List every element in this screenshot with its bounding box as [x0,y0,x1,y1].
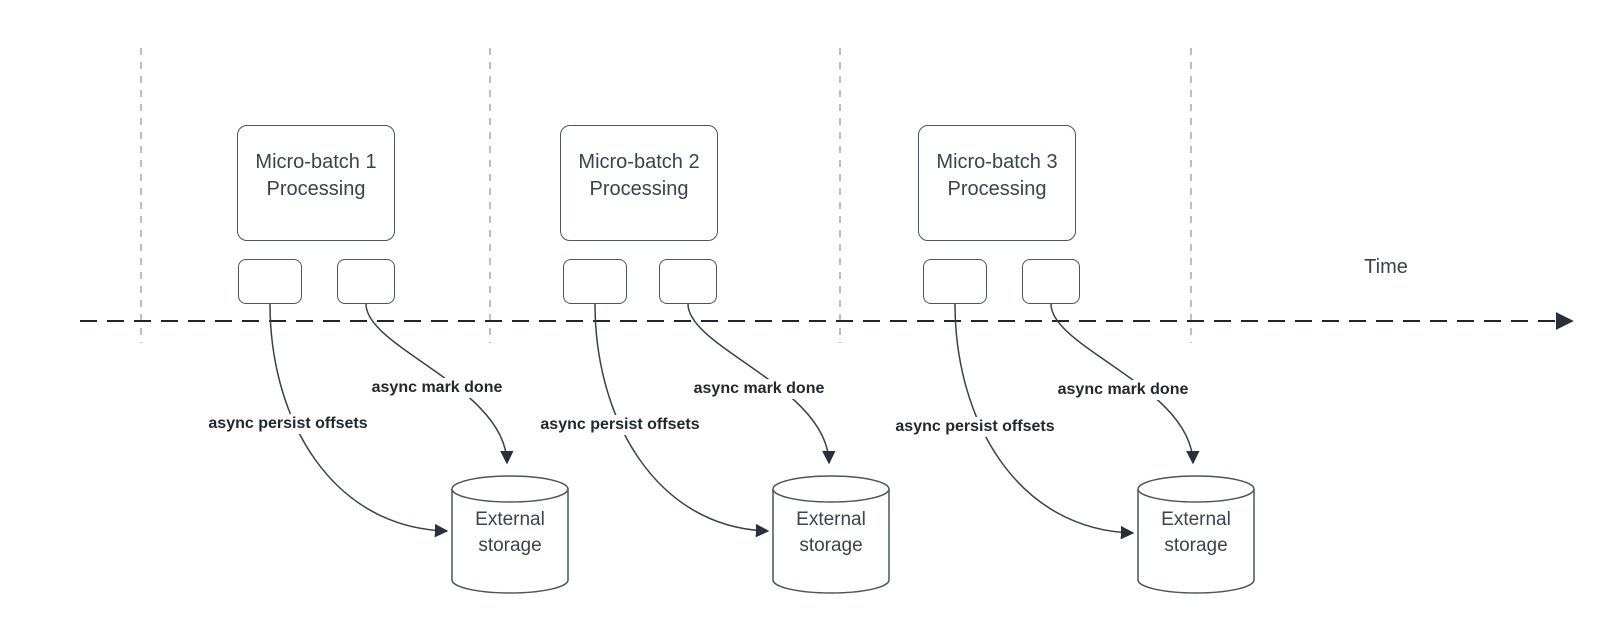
async-mark-done-label: async mark done [690,379,828,399]
micro-batch-3-box: Micro-batch 3 Processing [918,125,1076,241]
time-axis-label: Time [1364,256,1408,278]
async-persist-offsets-label: async persist offsets [537,415,703,435]
async-persist-offsets-arrow [594,303,770,538]
async-persist-offsets-label: async persist offsets [892,417,1058,437]
async-persist-offsets-label: async persist offsets [205,414,371,434]
micro-batch-3-subtitle: Processing [947,178,1047,200]
external-storage-cylinder [451,475,569,594]
external-storage-label: External storage [796,509,866,556]
micro-batch-1-subtitle: Processing [266,178,366,200]
micro-batch-3-task-box [1022,259,1080,304]
async-mark-done-arrow [365,303,514,465]
micro-batch-2-title: Micro-batch 2 [578,151,700,173]
external-storage-label: External storage [1161,509,1231,556]
external-storage-cylinder [1137,475,1255,594]
micro-batch-2-task-box [563,259,627,304]
micro-batch-1-task-box [337,259,395,304]
async-mark-done-arrow [1050,303,1200,465]
micro-batch-2-box: Micro-batch 2 Processing [560,125,718,241]
async-mark-done-label: async mark done [1054,380,1192,400]
external-storage-cylinder [772,475,890,594]
async-mark-done-label: async mark done [368,378,506,398]
micro-batch-1-task-box [238,259,302,304]
micro-batch-2-subtitle: Processing [589,178,689,200]
async-persist-offsets-arrow [269,303,449,538]
async-persist-offsets-arrow [954,303,1135,540]
micro-batch-1-box: Micro-batch 1 Processing [237,125,395,241]
external-storage-label: External storage [475,509,545,556]
micro-batch-3-title: Micro-batch 3 [936,151,1058,173]
micro-batch-2-task-box [659,259,717,304]
micro-batch-1-title: Micro-batch 1 [255,151,377,173]
async-mark-done-arrow [687,303,836,465]
micro-batch-3-task-box [923,259,987,304]
